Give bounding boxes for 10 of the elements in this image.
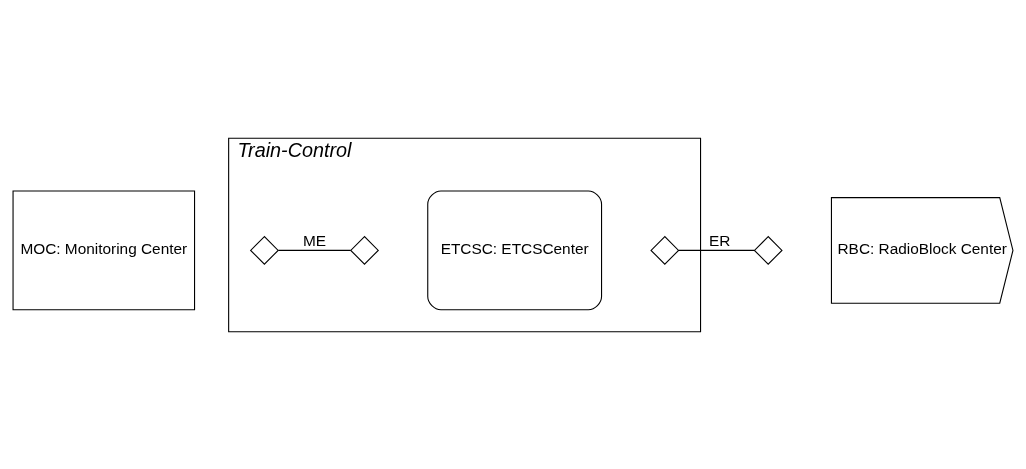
edge-label: ME [302,231,326,249]
connector [277,249,352,251]
node-diamond [249,235,279,265]
node-box: MOC: Monitoring Center [12,189,196,310]
node-diamond [349,235,380,265]
node-diamond [753,235,783,265]
node-diamond [650,235,680,265]
edge-label: ER [709,231,731,249]
connector [678,249,755,251]
node-box: ETCSC: ETCSCenter [427,189,603,310]
